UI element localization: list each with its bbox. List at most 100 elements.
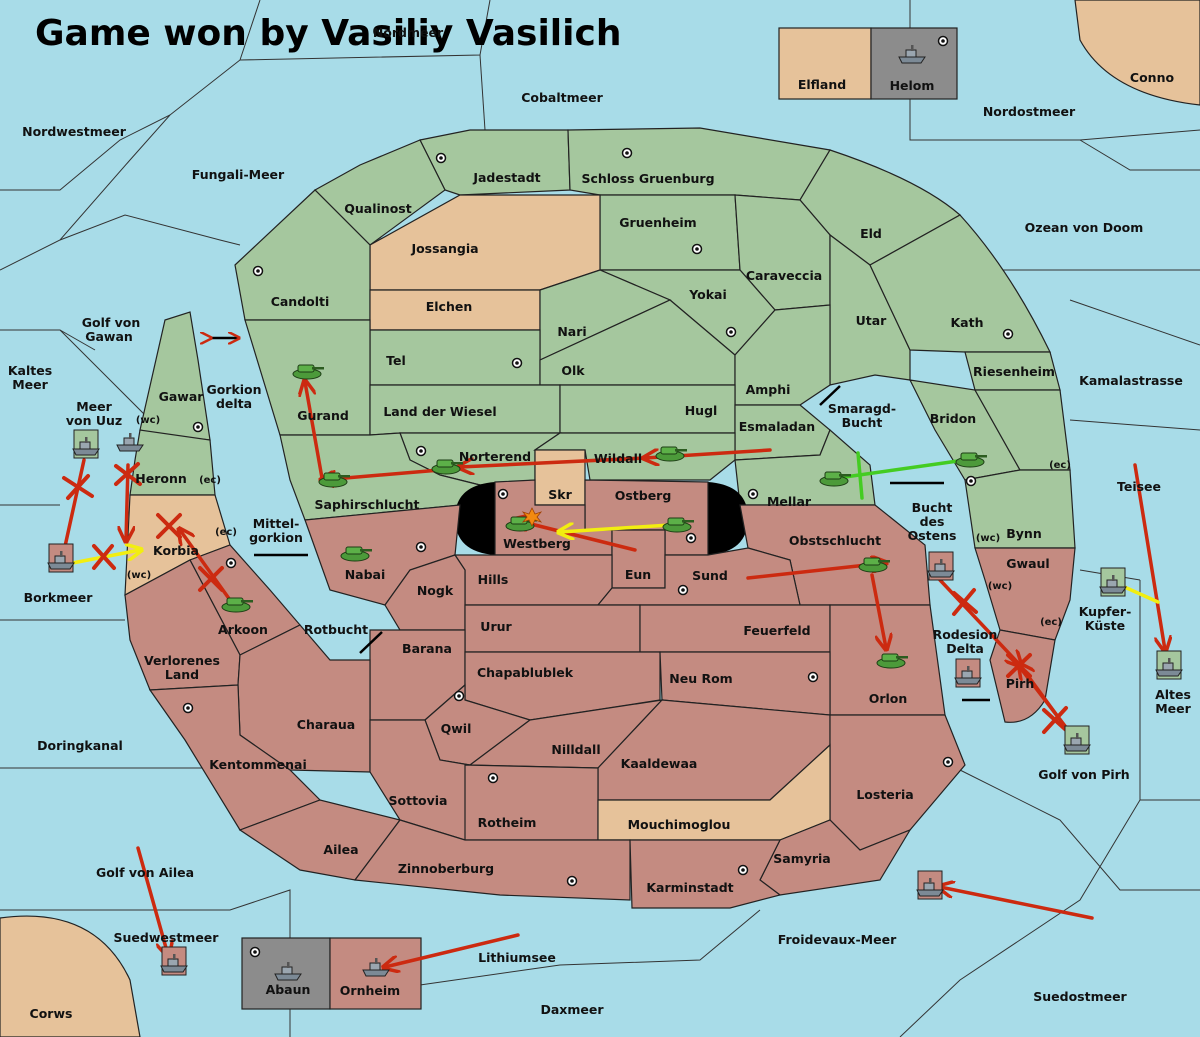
label-schloss-gruenburg: Schloss Gruenburg [581, 171, 714, 186]
label-tel: Tel [386, 353, 406, 368]
supply-center-marker [511, 357, 523, 369]
canal-arrow-icon [359, 631, 383, 654]
region-karminstadt[interactable] [629, 839, 782, 909]
label-mouchimoglou: Mouchimoglou [628, 817, 731, 832]
label-rotbucht: Rotbucht [304, 622, 368, 637]
army-icon[interactable] [221, 597, 254, 613]
label-land-der-wiesel: Land der Wiesel [383, 404, 496, 419]
label-golf-von-ailea: Golf von Ailea [96, 865, 194, 880]
support-order-line [1118, 583, 1160, 604]
label-charaua: Charaua [297, 717, 355, 732]
label-sund: Sund [692, 568, 728, 583]
label-utar: Utar [856, 313, 888, 328]
label-nilldall: Nilldall [551, 742, 600, 757]
label-elchen: Elchen [426, 299, 473, 314]
label-coast-korbia-wc: (wc) [127, 570, 151, 581]
army-icon[interactable] [955, 452, 988, 468]
label-qwil: Qwil [441, 721, 472, 736]
label-lithiumsee: Lithiumsee [478, 950, 556, 965]
label-ornheim: Ornheim [340, 983, 400, 998]
label-suedostmeer: Suedostmeer [1033, 989, 1127, 1004]
region-kentommenai[interactable] [148, 684, 322, 831]
move-order-arrow [515, 520, 637, 552]
cross-icon [952, 588, 978, 616]
label-nordmeer: Nordmeer [373, 25, 444, 40]
region-gruenheim[interactable] [599, 194, 741, 271]
label-nordwestmeer: Nordwestmeer [22, 124, 127, 139]
label-ozean-von-doom: Ozean von Doom [1025, 220, 1144, 235]
label-urur: Urur [480, 619, 512, 634]
label-orlon: Orlon [869, 691, 908, 706]
move-order-arrow [385, 933, 520, 967]
army-icon[interactable] [340, 546, 373, 562]
label-fungali-meer: Fungali-Meer [192, 167, 285, 182]
region-elfland[interactable] [778, 27, 872, 100]
label-gurand: Gurand [297, 408, 349, 423]
army-icon[interactable] [876, 653, 909, 669]
label-riesenheim: Riesenheim [973, 364, 1055, 379]
label-hills: Hills [478, 572, 509, 587]
move-order-arrow [460, 456, 647, 467]
label-nari: Nari [557, 324, 586, 339]
supply-center-marker [807, 671, 819, 683]
region-corws[interactable] [0, 915, 141, 1037]
move-order-arrow [940, 887, 1094, 920]
army-icon[interactable] [318, 472, 351, 488]
label-feuerfeld: Feuerfeld [743, 623, 810, 638]
label-corws: Corws [30, 1006, 73, 1021]
army-icon[interactable] [662, 517, 695, 533]
label-esmaladan: Esmaladan [739, 419, 815, 434]
label-ostberg: Ostberg [615, 488, 672, 503]
region-candolti[interactable] [234, 189, 371, 321]
army-icon[interactable] [858, 557, 891, 573]
label-coast-meer-wc: (wc) [136, 415, 160, 426]
army-icon[interactable] [819, 471, 852, 487]
supply-center-marker [249, 946, 261, 958]
label-coast-bynn-wc: (wc) [976, 533, 1000, 544]
label-obstschlucht: Obstschlucht [789, 533, 881, 548]
supply-center-marker [225, 557, 237, 569]
label-jadestadt: Jadestadt [472, 170, 540, 185]
label-daxmeer: Daxmeer [540, 1002, 604, 1017]
label-coast-gwaul-wc: (wc) [988, 581, 1012, 592]
region-heronn[interactable] [129, 429, 216, 496]
army-icon[interactable] [655, 446, 688, 462]
supply-center-marker [252, 265, 264, 277]
supply-center-marker [677, 584, 689, 596]
label-olk: Olk [561, 363, 585, 378]
label-karminstadt: Karminstadt [646, 880, 733, 895]
label-kupfer-kueste: Kupfer-Küste [1079, 604, 1132, 633]
orders [62, 382, 1165, 967]
region-bynn[interactable] [964, 469, 1076, 549]
label-kamalastrasse: Kamalastrasse [1079, 373, 1183, 388]
label-smaragd-bucht: Smaragd-Bucht [828, 401, 896, 430]
supply-center-marker [415, 445, 427, 457]
cross-icon [156, 513, 182, 539]
label-skr: Skr [548, 487, 572, 502]
label-qualinost: Qualinost [344, 201, 411, 216]
label-gruenheim: Gruenheim [619, 215, 696, 230]
label-nabai: Nabai [345, 567, 386, 582]
label-coast-heronn-ec: (ec) [199, 475, 221, 486]
label-bridon: Bridon [930, 411, 976, 426]
cross-icon [198, 566, 224, 592]
cross-icon [1006, 653, 1032, 678]
supply-center-marker [965, 475, 977, 487]
label-barana: Barana [402, 641, 452, 656]
failed-order-marks [62, 462, 1068, 734]
supply-center-marker [725, 326, 737, 338]
label-cobaltmeer: Cobaltmeer [521, 90, 603, 105]
center-island-caps [455, 482, 748, 555]
supply-center-marker [942, 756, 954, 768]
supply-center-marker [435, 152, 447, 164]
label-yokai: Yokai [688, 287, 727, 302]
move-order-arrow [136, 846, 168, 955]
army-icon[interactable] [292, 364, 325, 380]
supply-center-marker [497, 488, 509, 500]
supply-center-marker [937, 35, 949, 47]
label-kentommenai: Kentommenai [209, 757, 307, 772]
